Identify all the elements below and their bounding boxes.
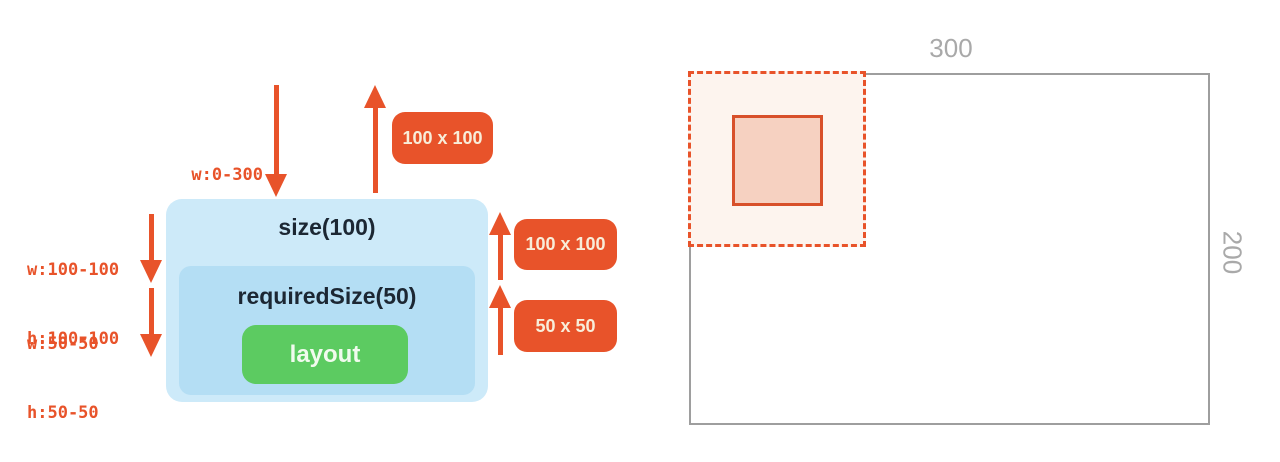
required-size-solid-square bbox=[732, 115, 823, 206]
arrow-head bbox=[140, 260, 162, 283]
size-modifier-box: size(100) requiredSize(50) layout bbox=[166, 199, 488, 402]
required-size-constraints-height: h:50-50 bbox=[27, 403, 99, 423]
size-constraints-width: w:100-100 bbox=[27, 260, 120, 280]
required-size-constraints-down-arrow-icon bbox=[140, 288, 162, 357]
required-size-modifier-box: requiredSize(50) layout bbox=[179, 266, 475, 395]
arrow-shaft bbox=[148, 214, 154, 260]
layout-reported-up-arrow-icon bbox=[489, 285, 511, 355]
arrow-shaft bbox=[273, 85, 279, 174]
arrow-head bbox=[489, 212, 511, 235]
parent-width-label: 300 bbox=[929, 33, 973, 63]
size-reported-up-arrow-icon bbox=[489, 212, 511, 280]
reported-size-up-arrow-icon bbox=[364, 85, 386, 193]
size-constraints-height: h:100-100 bbox=[27, 329, 120, 349]
arrow-shaft bbox=[148, 288, 154, 334]
reported-size-badge-bottom: 50 x 50 bbox=[514, 300, 617, 352]
required-size-constraints-label: w:50-50 h:50-50 bbox=[27, 287, 99, 462]
arrow-shaft bbox=[497, 235, 503, 280]
parent-height-label: 200 bbox=[1217, 230, 1248, 275]
arrow-head bbox=[364, 85, 386, 108]
arrow-head bbox=[140, 334, 162, 357]
reported-size-badge-top-label: 100 x 100 bbox=[402, 127, 483, 148]
incoming-constraints-width: w:0-300 bbox=[191, 165, 263, 185]
layout-node-box: layout bbox=[242, 325, 408, 384]
size-constraints-label: w:100-100 h:100-100 bbox=[27, 213, 119, 397]
incoming-constraints-down-arrow-icon bbox=[265, 85, 287, 197]
reported-size-badge-middle: 100 x 100 bbox=[514, 219, 617, 270]
size-modifier-label: size(100) bbox=[278, 214, 376, 240]
arrow-head bbox=[489, 285, 511, 308]
arrow-shaft bbox=[372, 108, 378, 193]
reported-size-badge-bottom-label: 50 x 50 bbox=[535, 315, 596, 336]
required-size-modifier-label: requiredSize(50) bbox=[237, 283, 417, 309]
arrow-head bbox=[265, 174, 287, 197]
layout-node-label: layout bbox=[289, 340, 361, 368]
size-constraints-down-arrow-icon bbox=[140, 214, 162, 283]
arrow-shaft bbox=[497, 308, 503, 355]
reported-size-badge-top: 100 x 100 bbox=[392, 112, 493, 164]
reported-size-badge-middle-label: 100 x 100 bbox=[525, 234, 606, 254]
required-size-constraints-width: w:50-50 bbox=[27, 334, 99, 354]
